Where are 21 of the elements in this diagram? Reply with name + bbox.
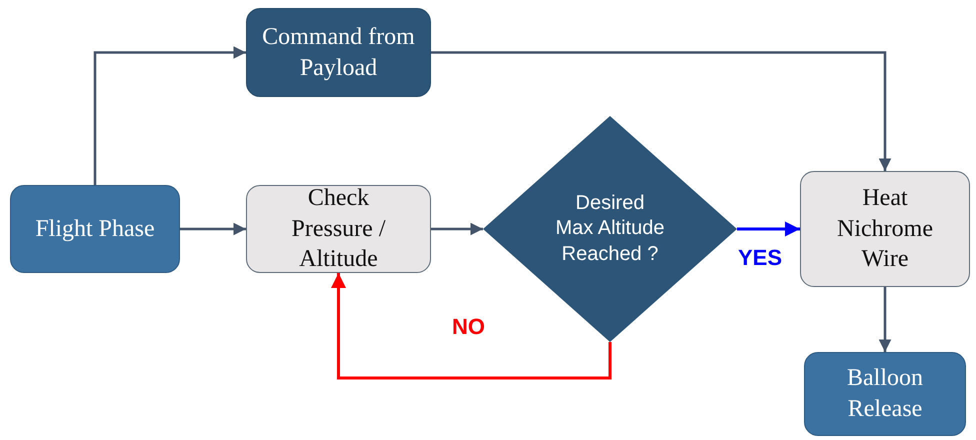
node-label: Balloon Release: [846, 364, 924, 424]
arrow: [94, 46, 246, 185]
process-box: [246, 185, 431, 273]
decision-diamond: [483, 116, 737, 342]
node-label: Flight Phase: [34, 214, 156, 244]
process-box: [246, 8, 431, 97]
process-box: [10, 185, 180, 273]
node-label: Heat Nichrome Wire: [836, 184, 934, 274]
process-box: [800, 171, 970, 287]
arrow: [431, 222, 483, 236]
edge-label: NO: [452, 316, 485, 338]
arrow: [180, 222, 246, 236]
arrow: [737, 222, 800, 236]
arrow: [331, 273, 612, 380]
process-box: [804, 352, 966, 436]
node-label: Check Pressure / Altitude: [290, 184, 386, 274]
node-label: Command from Payload: [261, 22, 416, 82]
edge-label: YES: [738, 247, 782, 269]
node-label: Desired Max Altitude Reached ?: [555, 190, 665, 267]
arrow: [878, 287, 892, 352]
arrow: [431, 51, 892, 171]
